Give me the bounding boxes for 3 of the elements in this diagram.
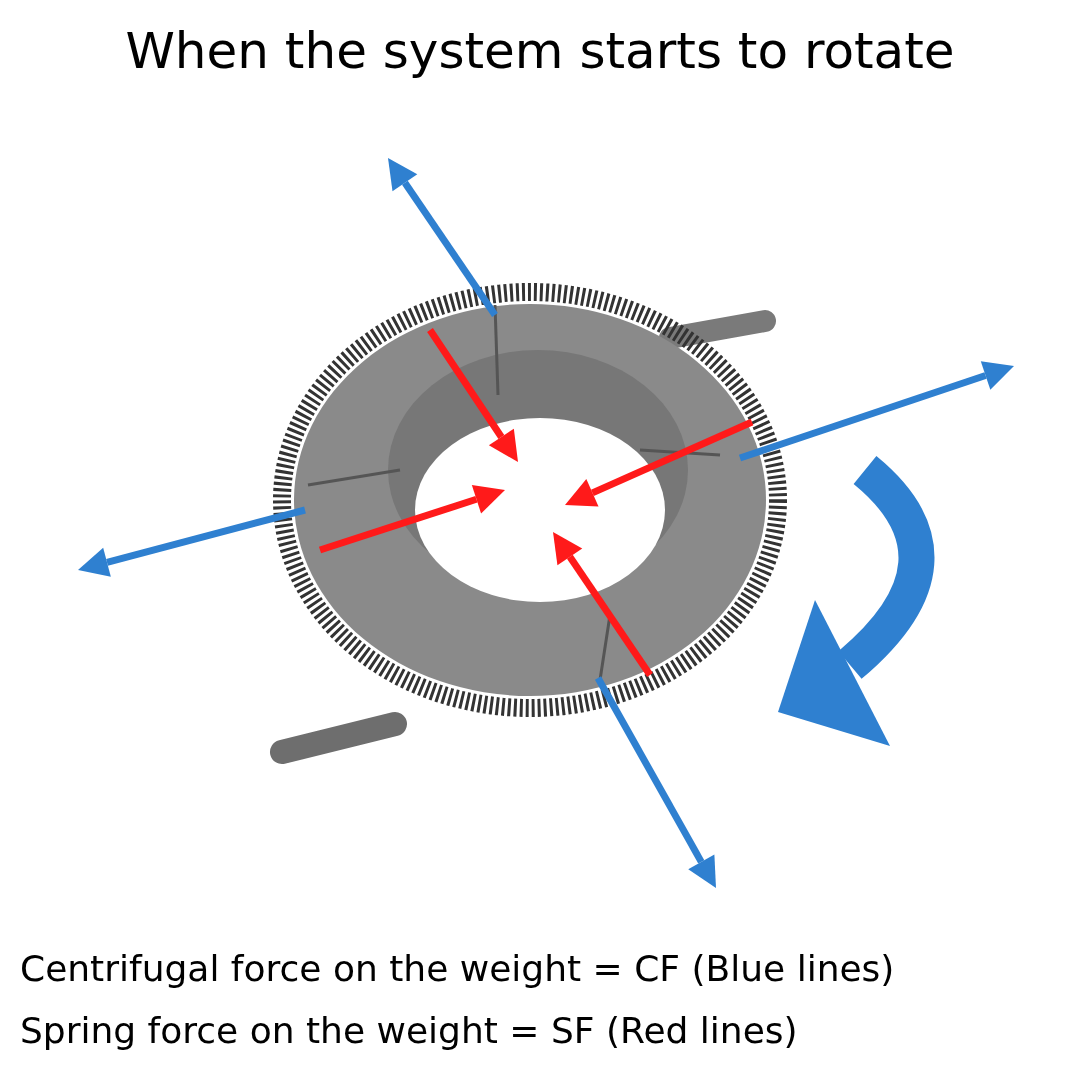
legend-text: Centrifugal force on the weight = CF (Blue lines) [20, 948, 895, 989]
title: When the system starts to rotate [124, 22, 956, 80]
legend-text: Spring force on the weight = SF (Red lines) [20, 1010, 798, 1051]
